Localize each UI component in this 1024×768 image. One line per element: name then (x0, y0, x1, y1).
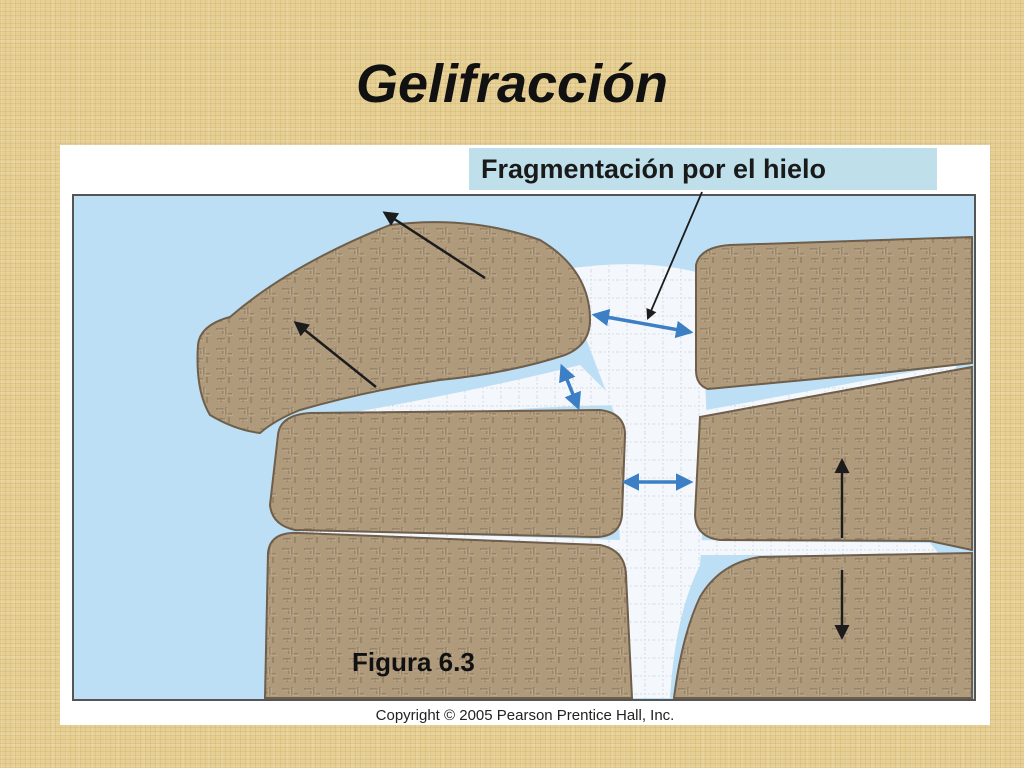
callout-box: Fragmentación por el hielo (469, 148, 937, 190)
callout-label: Fragmentación por el hielo (481, 154, 827, 184)
expansion-arrow-icon (559, 363, 581, 411)
expansion-arrow-icon (591, 308, 694, 339)
figure-panel: Fragmentación por el hielo Figura 6.3 Co… (60, 145, 990, 725)
rock-block-bottom-right (672, 551, 973, 699)
callout-leader-line (646, 191, 703, 320)
rock-block-top-left (196, 221, 592, 435)
rock-block-middle-right (693, 365, 973, 552)
rock-block-middle-left (268, 408, 627, 539)
ice-horizontal-crack-right-lower (695, 540, 940, 555)
rock-block-top-right (695, 235, 973, 391)
ice-horizontal-crack-upper (350, 365, 620, 425)
frost-wedging-diagram (72, 191, 976, 701)
copyright-notice: Copyright © 2005 Pearson Prentice Hall, … (375, 707, 675, 724)
slide-title: Gelifracción (355, 54, 669, 114)
rock-block-bottom-left (263, 531, 634, 699)
figure-number: Figura 6.3 (352, 647, 475, 677)
movement-arrow-icon (382, 211, 486, 280)
movement-arrow-icon (293, 321, 377, 388)
